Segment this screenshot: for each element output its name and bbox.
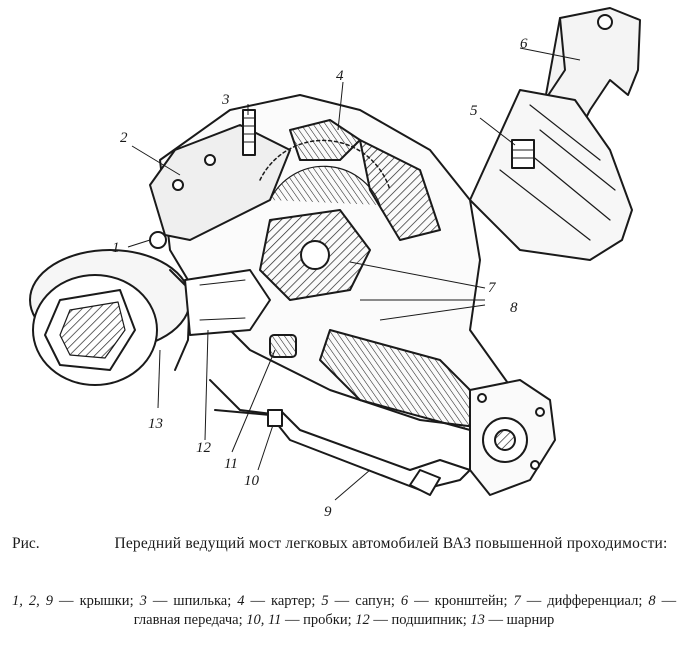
breather-5 xyxy=(511,139,535,169)
caption-prefix: Рис. xyxy=(12,535,40,552)
legend-item-text: крышки xyxy=(79,593,130,609)
legend-item: 10, 11 — пробки; xyxy=(246,612,356,628)
legend-item-text: подшипник xyxy=(391,612,463,628)
callout-9: 9 xyxy=(324,504,332,520)
plug-11 xyxy=(269,334,297,358)
axle-drawing: 1 2 3 4 5 6 7 8 9 10 11 12 13 xyxy=(29,7,641,520)
legend-item-numbers: 6 xyxy=(400,593,409,609)
legend-item-text: шпилька xyxy=(173,593,228,609)
legend-item-numbers: 7 xyxy=(513,593,521,609)
legend-item: 13 — шарнир xyxy=(470,612,555,628)
callout-12: 12 xyxy=(196,440,212,456)
legend-item: 4 — картер; xyxy=(237,593,322,609)
legend-item-text: главная передача xyxy=(133,612,239,628)
legend-item: 5 — сапун; xyxy=(321,593,401,609)
caption-title: Передний ведущий мост легковых автомобил… xyxy=(114,535,668,552)
legend-item-text: картер xyxy=(271,593,312,609)
legend-item-text: шарнир xyxy=(506,612,555,628)
figure-legend: 1, 2, 9 — крышки; 3 — шпилька; 4 — карте… xyxy=(12,592,676,630)
callout-10: 10 xyxy=(244,473,260,489)
legend-item-numbers: 12 xyxy=(355,612,370,628)
callout-4: 4 xyxy=(336,68,344,84)
legend-item-numbers: 5 xyxy=(321,593,329,609)
plug-10 xyxy=(267,409,283,427)
callout-8: 8 xyxy=(510,300,518,316)
legend-item-numbers: 1, 2, 9 xyxy=(12,593,54,609)
stud-3 xyxy=(242,109,256,156)
legend-item: 7 — дифференциал; xyxy=(513,593,649,609)
legend-item-numbers: 3 xyxy=(139,593,147,609)
legend-item: 3 — шпилька; xyxy=(139,593,238,609)
legend-item-numbers: 10, 11 xyxy=(246,612,282,628)
callout-13: 13 xyxy=(148,416,163,432)
legend-item: 12 — подшипник; xyxy=(355,612,471,628)
legend-item-text: сапун xyxy=(355,593,391,609)
legend-item-text: дифференциал xyxy=(547,593,639,609)
callout-3: 3 xyxy=(221,92,230,108)
callout-2: 2 xyxy=(120,130,128,146)
callout-1: 1 xyxy=(112,240,120,256)
callout-7: 7 xyxy=(488,280,497,296)
figure-caption: Рис. Передний ведущий мост легковых авто… xyxy=(12,534,674,554)
axle-illustration: 1 2 3 4 5 6 7 8 9 10 11 12 13 xyxy=(29,7,641,520)
bearing-12 xyxy=(184,269,271,336)
bolt-1 xyxy=(149,231,167,249)
legend-item-numbers: 4 xyxy=(237,593,245,609)
cover-9 xyxy=(214,409,471,491)
legend-item-numbers: 8 xyxy=(648,593,656,609)
callout-5: 5 xyxy=(470,103,478,119)
legend-item-text: кронштейн xyxy=(434,593,504,609)
legend-item-numbers: 13 xyxy=(470,612,485,628)
legend-item: 8 — главная передача; xyxy=(133,593,677,628)
legend-item-text: пробки xyxy=(303,612,348,628)
callout-11: 11 xyxy=(224,456,238,472)
callout-6: 6 xyxy=(520,36,528,52)
legend-item: 1, 2, 9 — крышки; xyxy=(12,593,140,609)
axle-tube xyxy=(469,89,633,261)
legend-item: 6 — кронштейн; xyxy=(400,593,514,609)
